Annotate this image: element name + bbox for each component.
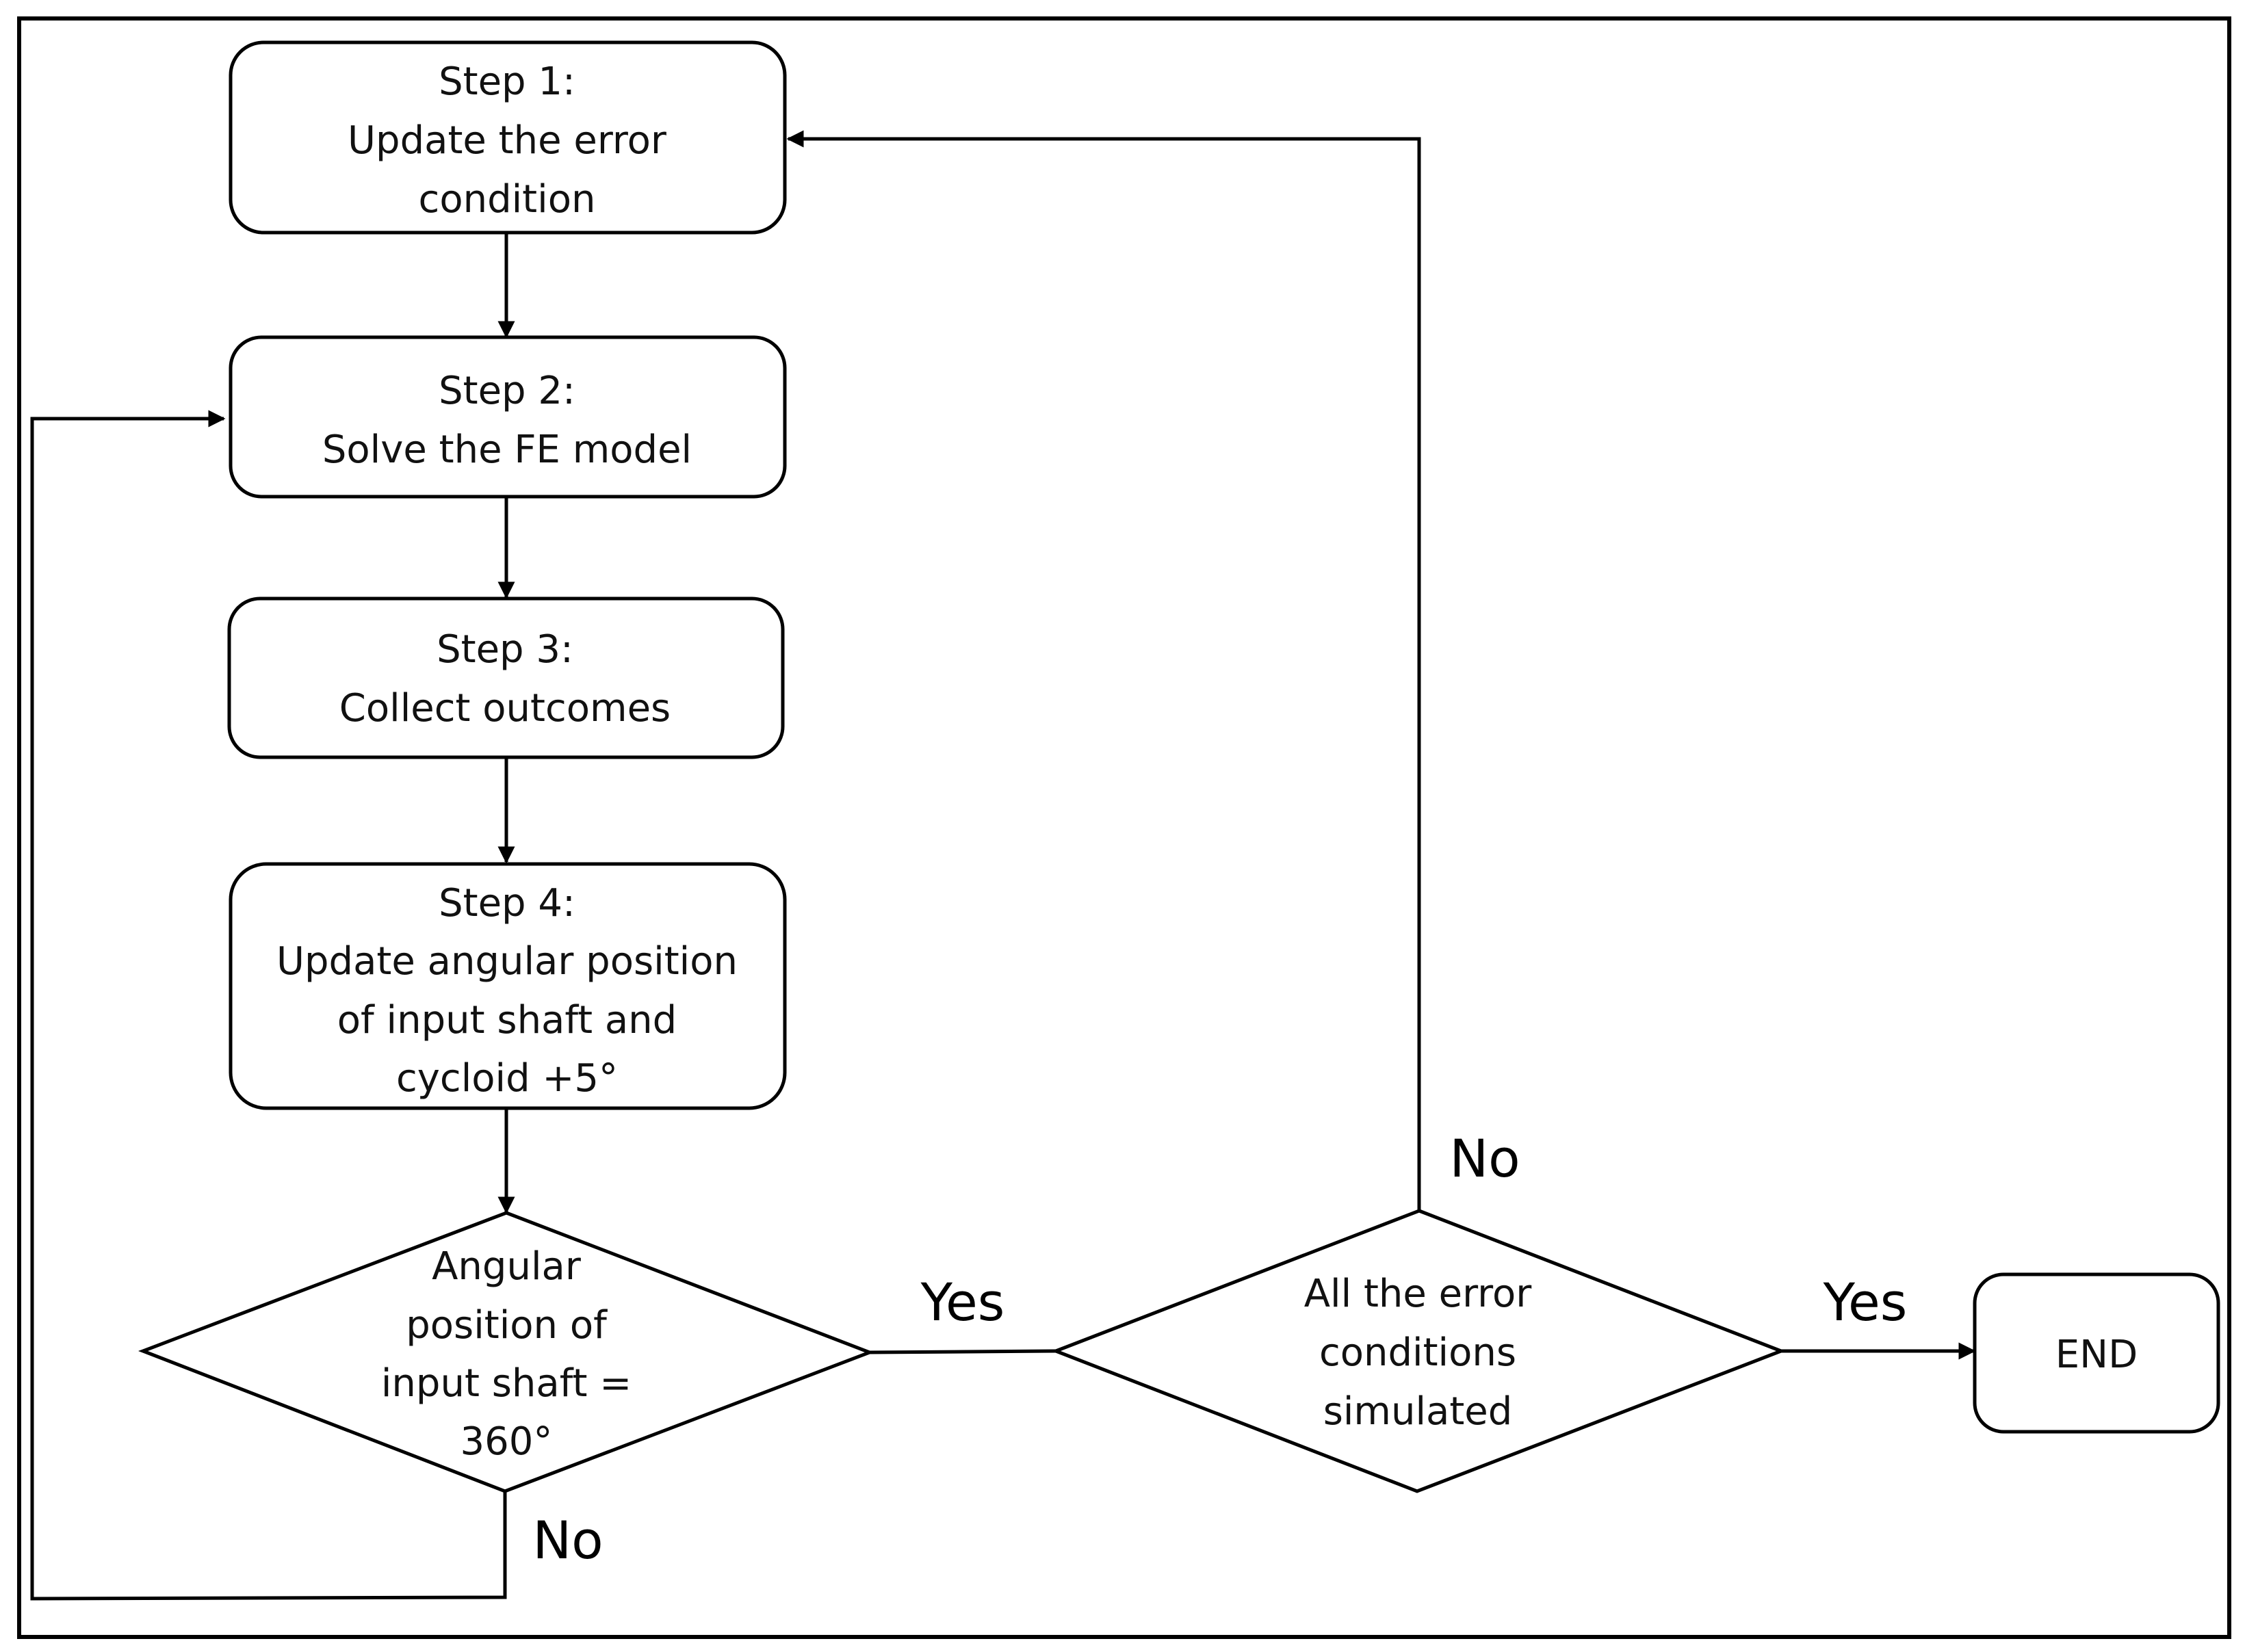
step4-title: Step 4: — [439, 881, 575, 926]
decision-angle-text-line3: input shaft = — [381, 1361, 632, 1406]
no-label-angle: No — [532, 1510, 603, 1571]
step4-text-line2: Update angular position — [276, 939, 738, 984]
decision-angle-text-line4: 360° — [460, 1419, 553, 1464]
decision-errors-diamond: All the error conditions simulated — [1051, 1209, 1786, 1493]
step2-box: Step 2: Solve the FE model — [229, 335, 787, 499]
arrow-decision-errors-no-loop — [786, 130, 1421, 1211]
step3-box: Step 3: Collect outcomes — [227, 596, 785, 759]
decision-angle-text-line1: Angular — [432, 1244, 582, 1289]
step2-title: Step 2: — [439, 369, 575, 413]
step3-text: Collect outcomes — [339, 686, 671, 731]
no-label-errors: No — [1449, 1128, 1520, 1189]
decision-angle-diamond: Angular position of input shaft = 360° — [138, 1211, 874, 1493]
decision-errors-text-line1: All the error — [1304, 1272, 1532, 1316]
step3-title: Step 3: — [437, 627, 573, 672]
outer-frame — [17, 16, 2231, 1639]
step1-text-line3: condition — [419, 177, 596, 222]
step1-text-line2: Update the error — [348, 118, 667, 163]
step4-text-line3: of input shaft and — [337, 998, 677, 1043]
step1-title: Step 1: — [439, 60, 575, 104]
step4-box: Step 4: Update angular position of input… — [229, 862, 787, 1110]
end-box: END — [1973, 1272, 2220, 1434]
yes-label-angle: Yes — [920, 1272, 1005, 1333]
decision-errors-text-line3: simulated — [1323, 1389, 1513, 1434]
decision-angle-text-line2: position of — [406, 1303, 608, 1348]
yes-label-errors: Yes — [1823, 1272, 1908, 1333]
step2-text: Solve the FE model — [322, 428, 692, 472]
end-label: END — [2055, 1333, 2138, 1377]
decision-errors-text-line2: conditions — [1319, 1330, 1516, 1375]
step1-box: Step 1: Update the error condition — [229, 40, 787, 235]
arrow-decision-angle-yes — [869, 1349, 1056, 1354]
step4-text-line4: cycloid +5° — [396, 1056, 618, 1101]
arrow-decision-angle-no-loop — [30, 410, 507, 1601]
